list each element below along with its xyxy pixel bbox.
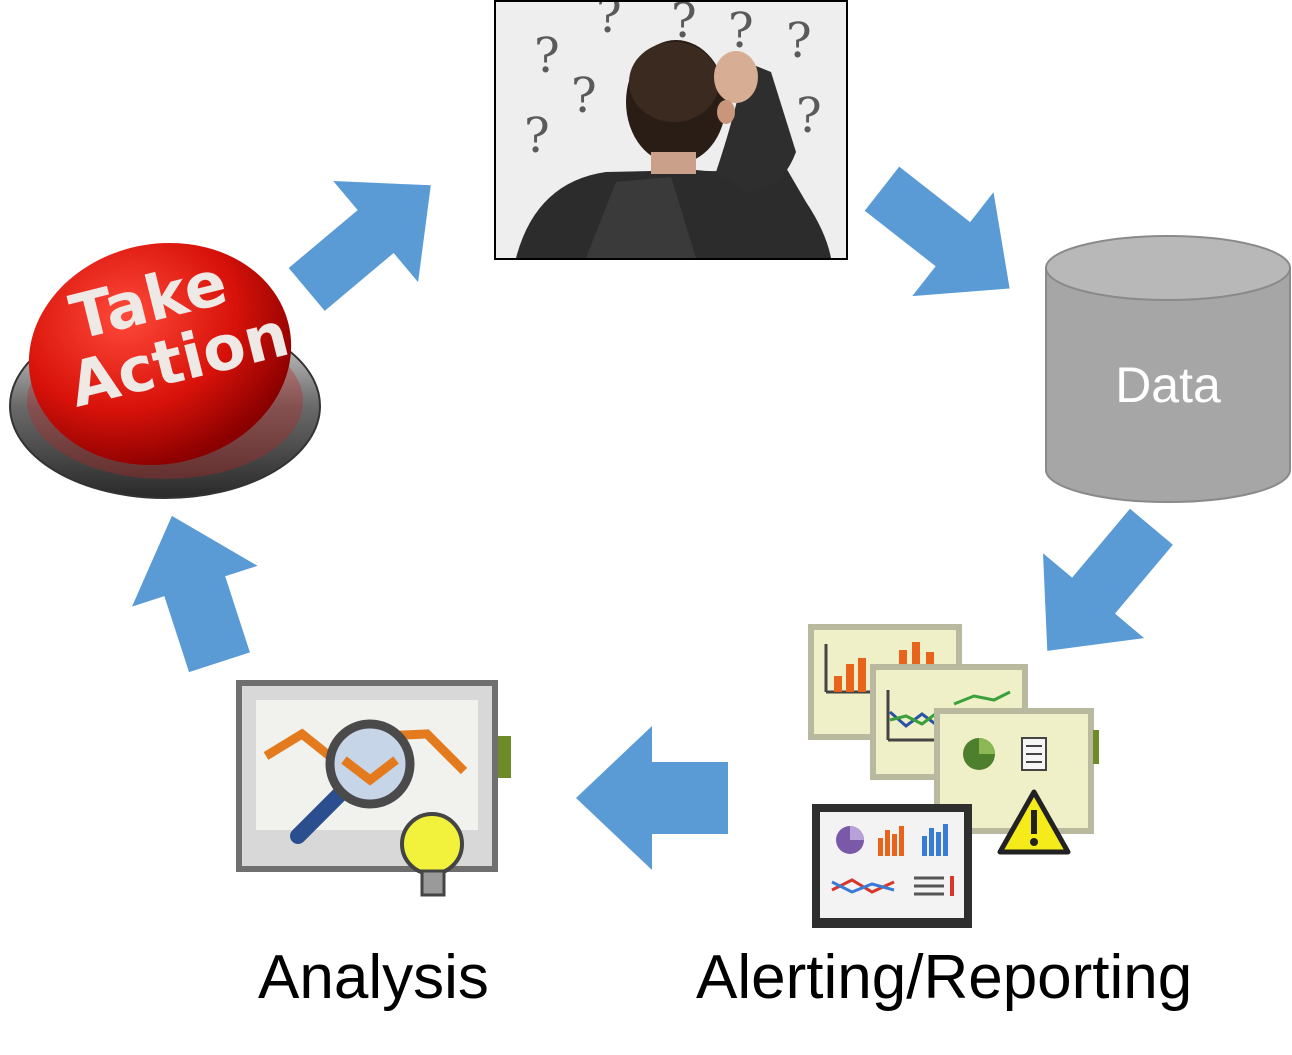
confused-person-image: ? ? ? ? ? ? ? ? ? — [494, 0, 848, 260]
svg-text:?: ? — [571, 68, 597, 124]
analysis-label: Analysis — [258, 943, 489, 1012]
analysis-magnifier-icon — [236, 680, 511, 897]
data-label: Data — [1115, 357, 1221, 413]
arrow-alerting-to-analysis — [576, 726, 728, 870]
report-dashboards-icon — [808, 624, 1099, 928]
arrow-analysis-to-action — [131, 515, 258, 673]
database-cylinder-icon — [1045, 235, 1291, 503]
svg-text:?: ? — [534, 28, 560, 84]
svg-text:?: ? — [728, 3, 754, 59]
take-action-button-icon: Take Action — [9, 242, 321, 499]
svg-text:?: ? — [786, 13, 812, 69]
svg-text:?: ? — [524, 108, 550, 164]
svg-text:?: ? — [796, 88, 822, 144]
svg-text:?: ? — [596, 2, 622, 44]
alerting-reporting-label: Alerting/Reporting — [696, 943, 1193, 1012]
arrow-question-to-data — [864, 166, 1010, 297]
confused-person-icon: ? ? ? ? ? ? ? ? ? — [496, 2, 846, 258]
